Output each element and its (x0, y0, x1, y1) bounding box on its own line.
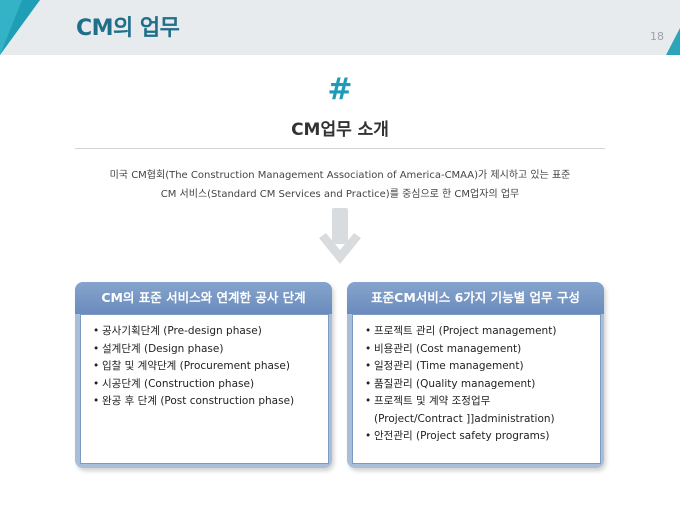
hash-symbol: # (327, 72, 353, 107)
list-item: •입찰 및 계약단계 (Procurement phase) (93, 360, 290, 372)
panel-title: CM의 표준 서비스와 연계한 공사 단계 (75, 282, 332, 314)
page-number: 18 (650, 30, 664, 43)
description-line-2: CM 서비스(Standard CM Services and Practice… (160, 189, 520, 200)
header-accent-right (666, 28, 680, 55)
list-item: •시공단계 (Construction phase) (93, 377, 255, 390)
header-bar: CM의 업무 18 (0, 0, 680, 55)
panel-cm-functions: 표준CM서비스 6가지 기능별 업무 구성 •프로젝트 관리 (Project … (347, 282, 604, 468)
section-subtitle: CM업무 소개 (291, 120, 389, 140)
slide-title: CM의 업무 (76, 16, 180, 41)
panel-body: •공사기획단계 (Pre-design phase) •설계단계 (Design… (80, 314, 329, 464)
description-line-1: 미국 CM협회(The Construction Management Asso… (109, 170, 571, 181)
list-item: •프로젝트 관리 (Project management) (365, 325, 557, 337)
panel-body: •프로젝트 관리 (Project management) •비용관리 (Cos… (352, 314, 601, 464)
list-item-continuation: (Project/Contract ]]administration) (374, 412, 555, 425)
list-item: •안전관리 (Project safety programs) (365, 430, 550, 442)
panel-title: 표준CM서비스 6가지 기능별 업무 구성 (347, 282, 604, 314)
header-accent-left-overlay (0, 0, 22, 55)
list-item: •비용관리 (Cost management) (365, 342, 522, 355)
panel-construction-phases: CM의 표준 서비스와 연계한 공사 단계 •공사기획단계 (Pre-desig… (75, 282, 332, 468)
list-item: •프로젝트 및 계약 조정업무 (365, 395, 491, 407)
divider (75, 148, 605, 149)
arrow-down-icon (319, 208, 361, 264)
list-item: •일정관리 (Time management) (365, 360, 524, 372)
list-item: •완공 후 단계 (Post construction phase) (93, 395, 295, 407)
list-item: •설계단계 (Design phase) (93, 342, 224, 355)
list-item: •공사기획단계 (Pre-design phase) (93, 325, 262, 337)
description: 미국 CM협회(The Construction Management Asso… (80, 166, 600, 204)
list-item: •품질관리 (Quality management) (365, 377, 536, 390)
